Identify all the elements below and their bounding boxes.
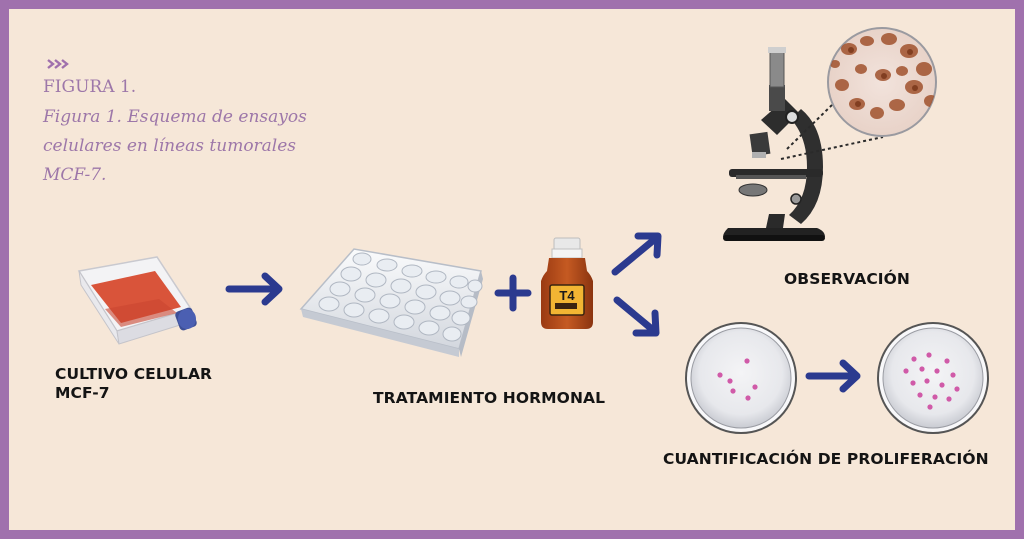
arrow-to-observation <box>611 232 662 276</box>
hormone-bottle-icon: T4 <box>541 237 593 329</box>
quantification-label: CUANTIFICACIÓN DE PROLIFERACIÓN <box>663 450 989 468</box>
well-plate-icon <box>299 248 483 357</box>
microscope-icon <box>723 47 825 241</box>
magnifier-connector <box>780 101 884 160</box>
arrow-culture-to-treatment <box>225 272 283 306</box>
culture-label: CULTIVO CELULAR MCF-7 <box>55 365 213 402</box>
petri-dish-icon <box>685 322 797 434</box>
workflow-diagram: T4 <box>77 27 989 434</box>
arrow-to-quantification <box>613 296 660 337</box>
micrograph-icon <box>827 27 937 137</box>
observation-label: OBSERVACIÓN <box>784 270 911 288</box>
bottle-label: T4 <box>559 288 575 303</box>
figure-number: FIGURA 1. <box>43 77 137 97</box>
plus-icon <box>494 274 532 312</box>
treatment-label: TRATAMIENTO HORMONAL <box>373 389 606 407</box>
petri-dish-icon <box>877 322 989 434</box>
chevron-icon <box>47 59 69 69</box>
figure-caption: Figura 1. Esquema de ensayos celulares e… <box>43 107 307 185</box>
culture-flask-icon <box>77 256 197 345</box>
arrow-dish-to-dish <box>805 359 861 393</box>
